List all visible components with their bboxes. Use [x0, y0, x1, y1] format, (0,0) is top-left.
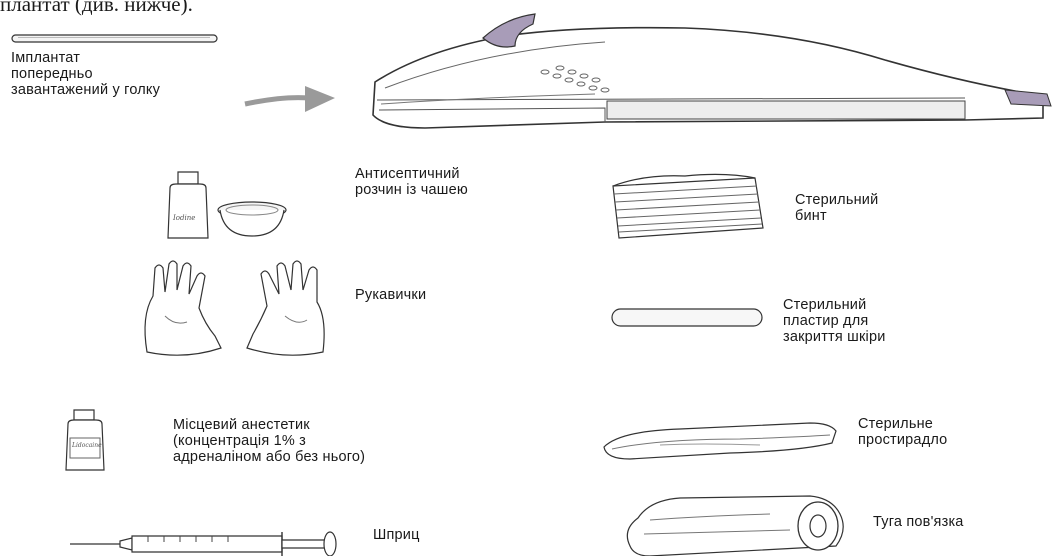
skin-closure-strip-label: Стерильний пластир для закриття шкіри [783, 297, 886, 345]
syringe-label: Шприц [373, 527, 420, 543]
skin-closure-strip-illustration [610, 307, 765, 329]
anesthetic-label: Місцевий анестетик (концентрація 1% з ад… [173, 417, 365, 465]
gauze-illustration [605, 168, 770, 246]
sterile-drape-illustration [600, 417, 840, 462]
implant-label: Імплантат попередньо завантажений у голк… [11, 50, 160, 98]
header-text-fragment: плантат (див. нижче). [0, 0, 193, 17]
antiseptic-illustration [160, 170, 295, 242]
gloves-label: Рукавички [355, 287, 426, 303]
anesthetic-illustration [60, 408, 110, 474]
sterile-drape-label: Стерильне простирадло [858, 416, 947, 448]
antiseptic-bottle-label: Iodine [173, 214, 195, 222]
syringe-illustration [68, 524, 343, 556]
pressure-bandage-illustration [620, 490, 865, 556]
arrow-icon [243, 82, 338, 118]
pressure-bandage-label: Туга пов'язка [873, 514, 964, 530]
applicator-illustration [365, 10, 1055, 135]
gauze-label: Стерильний бинт [795, 192, 878, 224]
implant-rod-illustration [10, 33, 220, 45]
gloves-illustration [135, 256, 340, 364]
antiseptic-label: Антисептичний розчин із чашею [355, 166, 468, 198]
anesthetic-bottle-label: Lidocaine [72, 442, 102, 449]
